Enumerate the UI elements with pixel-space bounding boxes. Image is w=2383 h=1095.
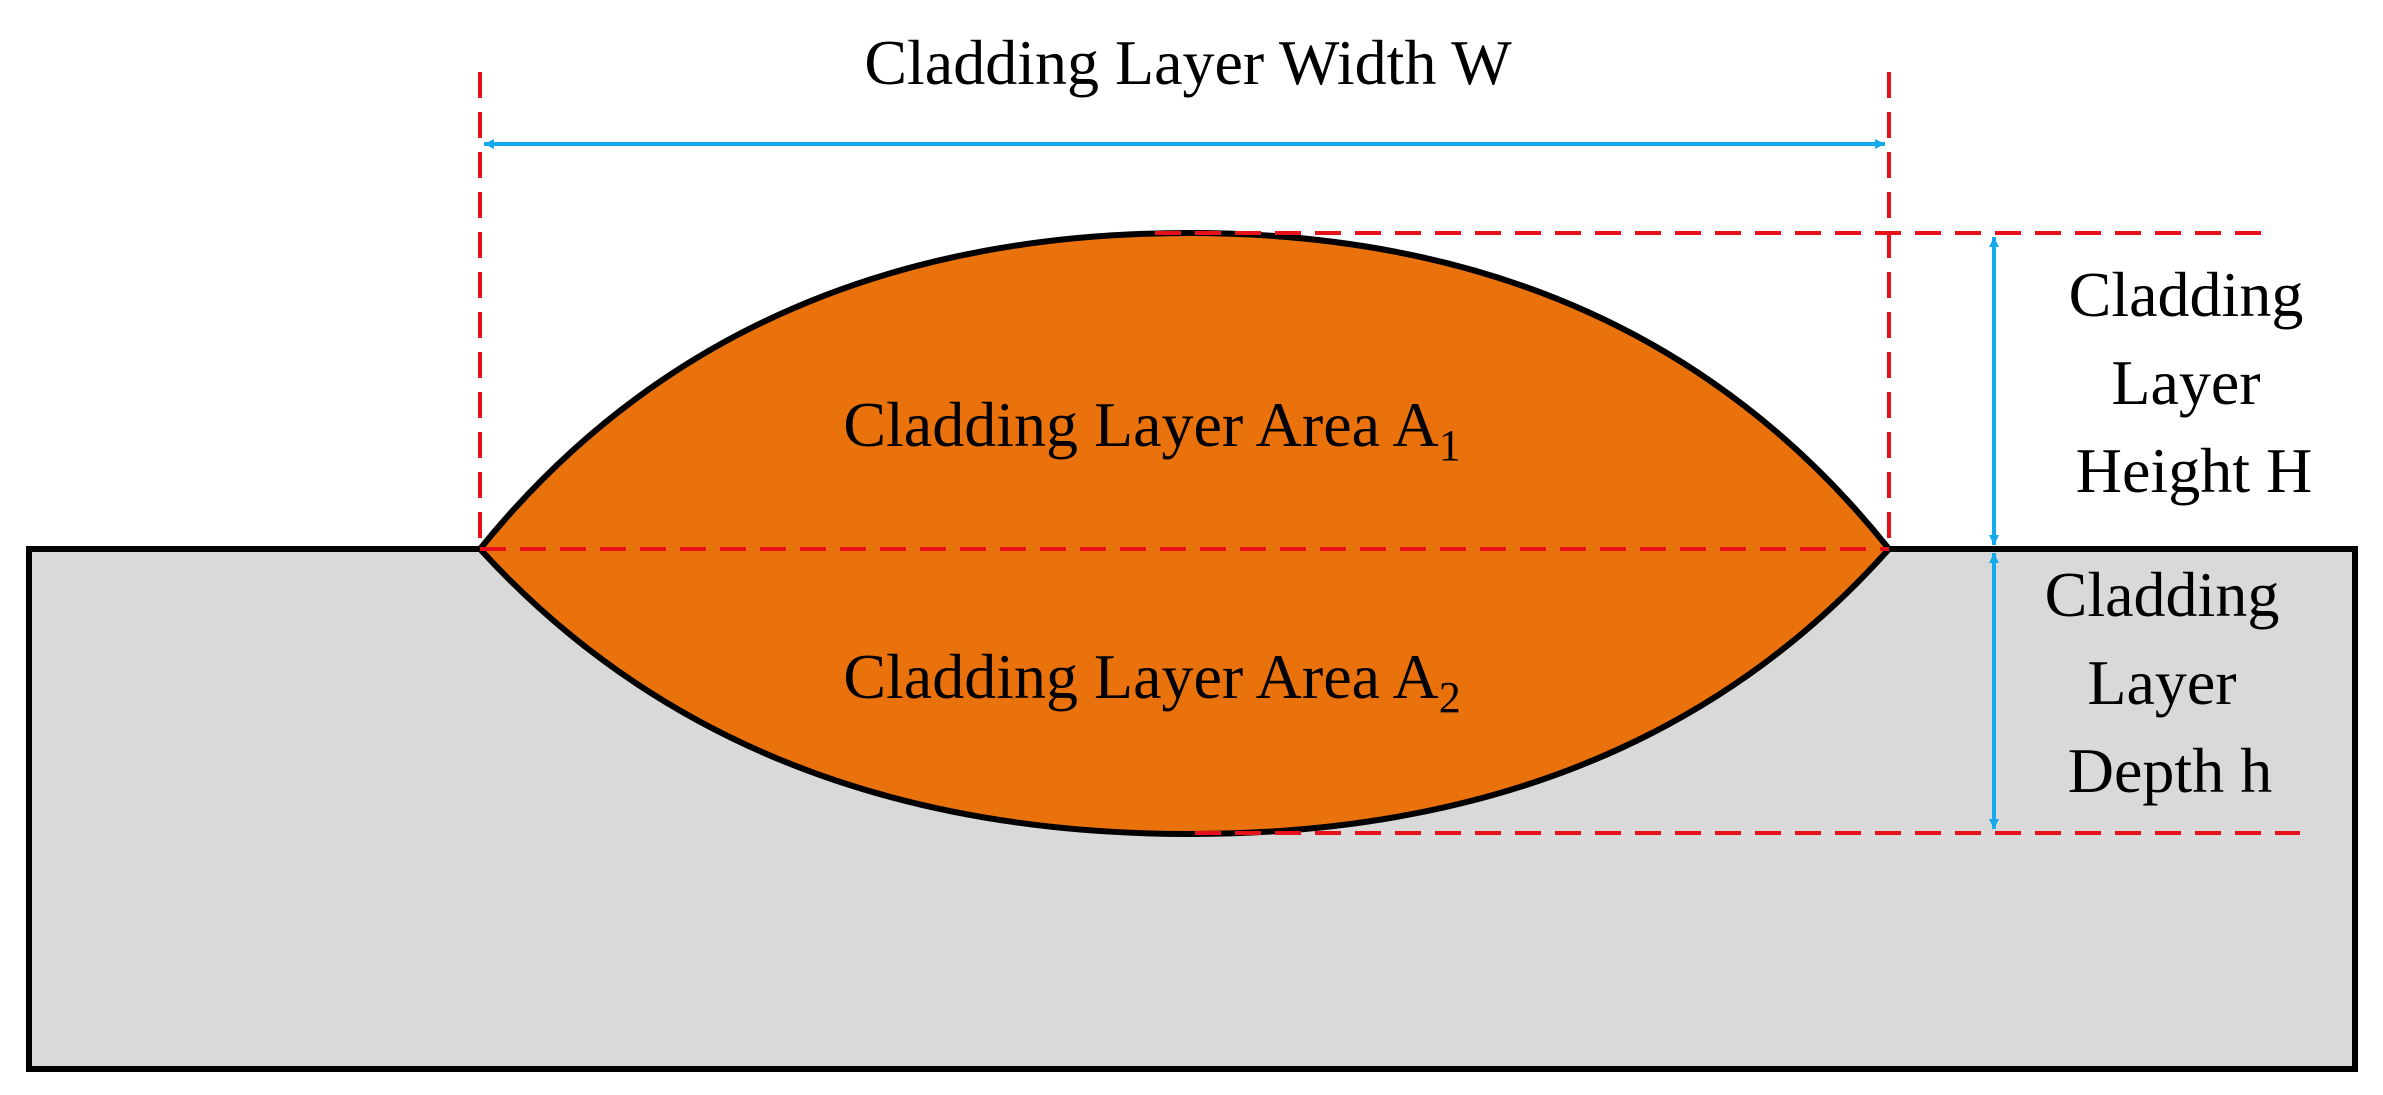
height-label: Cladding Layer Height H [2069,259,2320,506]
height-label-line-1: Cladding [2069,259,2304,330]
area2-label-main: Cladding Layer Area A [843,641,1438,712]
depth-label-line-3: Depth h [2068,735,2272,806]
area2-label: Cladding Layer Area A2 [843,641,1460,722]
height-label-line-2: Layer [2111,347,2260,418]
width-label: Cladding Layer Width W [864,27,1512,98]
depth-label-line-2: Layer [2087,647,2236,718]
depth-label: Cladding Layer Depth h [2045,559,2296,806]
dimension-arrows [484,139,1999,829]
area2-label-subscript: 2 [1439,673,1461,722]
area1-label-subscript: 1 [1439,421,1461,470]
height-label-line-3: Height H [2076,435,2312,506]
depth-label-line-1: Cladding [2045,559,2280,630]
area1-label: Cladding Layer Area A1 [843,389,1460,470]
area1-label-main: Cladding Layer Area A [843,389,1438,460]
guide-lines [478,72,2300,835]
